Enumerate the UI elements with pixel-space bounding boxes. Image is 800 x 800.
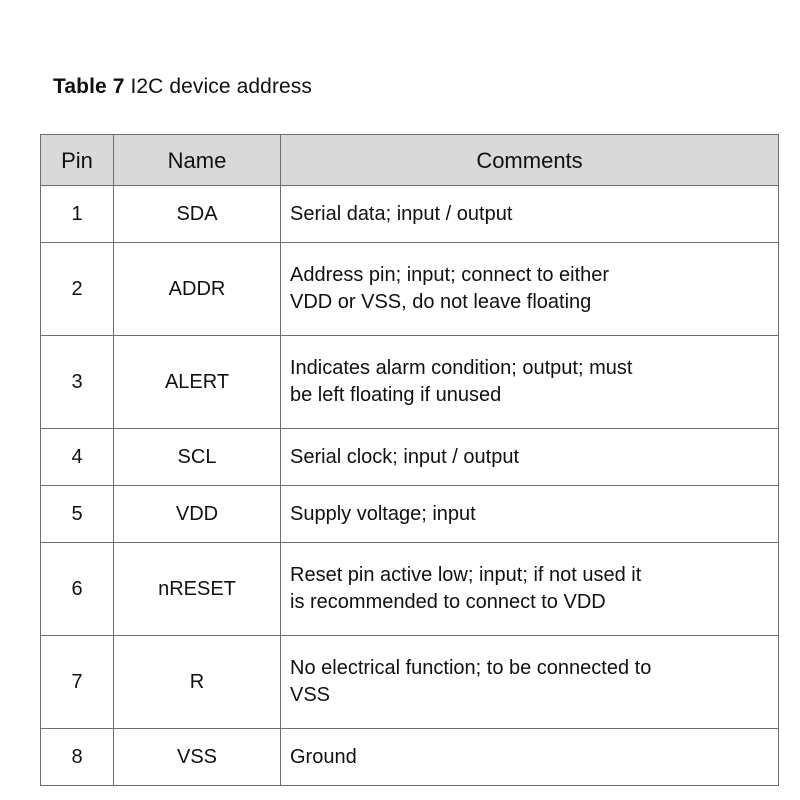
comment-line: No electrical function; to be connected … <box>290 657 652 679</box>
cell-name: nRESET <box>113 542 281 636</box>
cell-name: VSS <box>113 728 281 786</box>
cell-pin: 2 <box>40 242 114 336</box>
cell-name: ALERT <box>113 335 281 429</box>
cell-comment: Reset pin active low; input; if not used… <box>280 542 779 636</box>
comment-line: VSS <box>290 684 331 706</box>
cell-name: VDD <box>113 485 281 543</box>
comment-line: Supply voltage; input <box>290 502 476 525</box>
cell-comment: Serial data; input / output <box>280 185 779 243</box>
cell-comment: Serial clock; input / output <box>280 428 779 486</box>
column-header-comments: Comments <box>280 134 779 186</box>
table-header-row: Pin Name Comments <box>40 134 779 186</box>
cell-pin: 4 <box>40 428 114 486</box>
comment-line: be left floating if unused <box>290 384 502 406</box>
comment-line: Reset pin active low; input; if not used… <box>290 564 642 586</box>
cell-comment: No electrical function; to be connected … <box>280 635 779 729</box>
cell-pin: 1 <box>40 185 114 243</box>
comment-line: is recommended to connect to VDD <box>290 591 606 613</box>
cell-comment: Supply voltage; input <box>280 485 779 543</box>
comment-line: Indicates alarm condition; output; must <box>290 357 633 379</box>
cell-pin: 6 <box>40 542 114 636</box>
column-header-pin: Pin <box>40 134 114 186</box>
column-header-name: Name <box>113 134 281 186</box>
cell-pin: 5 <box>40 485 114 543</box>
cell-comment: Indicates alarm condition; output; must b… <box>280 335 779 429</box>
cell-pin: 3 <box>40 335 114 429</box>
table-caption: Table 7 I2C device address <box>53 74 312 100</box>
comment-line: Serial clock; input / output <box>290 445 520 468</box>
comment-line: Serial data; input / output <box>290 202 513 225</box>
cell-name: SDA <box>113 185 281 243</box>
table-caption-text: I2C device address <box>124 75 313 98</box>
cell-name: SCL <box>113 428 281 486</box>
comment-line: Address pin; input; connect to either <box>290 264 610 286</box>
cell-pin: 8 <box>40 728 114 786</box>
cell-name: ADDR <box>113 242 281 336</box>
table-caption-label: Table 7 <box>53 75 125 98</box>
table-header: Pin Name Comments <box>40 134 779 186</box>
comment-line: VDD or VSS, do not leave floating <box>290 291 592 313</box>
cell-comment: Ground <box>280 728 779 786</box>
comment-line: Ground <box>290 745 357 768</box>
cell-name: R <box>113 635 281 729</box>
cell-pin: 7 <box>40 635 114 729</box>
